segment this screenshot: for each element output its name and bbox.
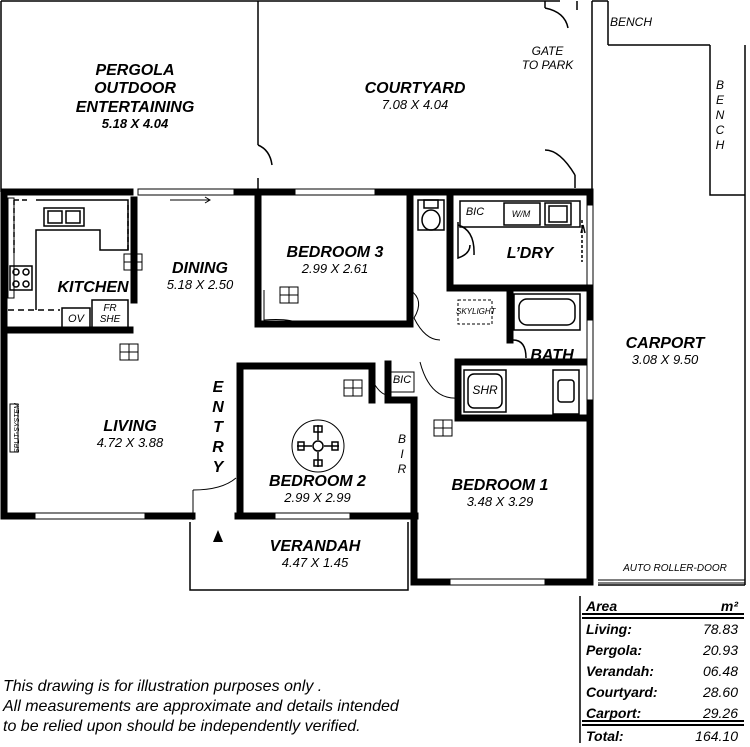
gate-label-line1: GATE [531, 44, 564, 58]
kitchen-label: KITCHEN [57, 279, 129, 296]
verandah-label: VERANDAH [269, 538, 361, 555]
hall-bic-label: BIC [392, 374, 412, 386]
area-row-pergola: Pergola: 20.93 [582, 640, 744, 661]
area-row-value: 06.48 [702, 663, 738, 679]
pergola-label-line2: OUTDOOR [94, 80, 176, 98]
bench-top-label: BENCH [610, 15, 653, 29]
area-header-label: Area [586, 598, 618, 614]
pergola-label-line1: PERGOLA [95, 62, 175, 79]
oven-label: OV [68, 313, 84, 325]
area-row-label: Courtyard: [586, 684, 658, 700]
carport-dimensions: 3.08 X 9.50 [631, 352, 699, 368]
area-row-living: Living: 78.83 [582, 619, 744, 640]
area-row-carport: Carport: 29.26 [582, 703, 744, 724]
courtyard-dimensions: 7.08 X 4.04 [381, 97, 449, 113]
disclaimer-line1: This drawing is for illustration purpose… [3, 678, 323, 695]
laundry-bic-label: BIC [465, 206, 485, 218]
fridge-label: FR [103, 303, 117, 314]
bedroom1-dimensions: 3.48 X 3.29 [466, 494, 534, 510]
area-row-value: 78.83 [702, 621, 738, 637]
area-row-value: 20.93 [702, 642, 738, 658]
disclaimer: This drawing is for illustration purpose… [3, 677, 399, 737]
area-row-label: Carport: [586, 705, 642, 721]
disclaimer-line3: to be relied upon should be independentl… [3, 718, 361, 735]
living-dimensions: 4.72 X 3.88 [96, 435, 164, 451]
bedroom1-label: BEDROOM 1 [451, 477, 549, 494]
bedroom3-label: BEDROOM 3 [286, 244, 384, 261]
area-total-label: Total: [586, 728, 624, 744]
verandah-dimensions: 4.47 X 1.45 [281, 555, 349, 571]
area-row-total: Total: 164.10 [582, 724, 744, 747]
skylight-label: SKYLIGHT [456, 307, 496, 316]
washing-machine-label: W/M [511, 209, 531, 219]
area-row-label: Verandah: [586, 663, 654, 679]
roller-door-label: AUTO ROLLER-DOOR [623, 563, 727, 574]
shelves-label: SHE [99, 314, 121, 325]
laundry-label: L’DRY [506, 245, 554, 262]
area-table-header: Area m² [582, 596, 744, 619]
area-row-courtyard: Courtyard: 28.60 [582, 682, 744, 703]
area-row-value: 29.26 [702, 705, 738, 721]
area-row-label: Living: [586, 621, 632, 637]
area-total-value: 164.10 [695, 728, 738, 744]
gate-label-line2: TO PARK [521, 57, 574, 72]
area-row-value: 28.60 [702, 684, 738, 700]
shower-label: SHR [472, 383, 498, 397]
disclaimer-line2: All measurements are approximate and det… [3, 698, 399, 715]
bedroom2-label: BEDROOM 2 [269, 473, 366, 490]
split-system-label: SPLIT-SYSTEM [13, 403, 21, 453]
area-table: Area m² Living: 78.83 Pergola: 20.93 Ver… [582, 596, 744, 747]
pergola-label-line3: ENTERTAINING [75, 98, 195, 116]
area-header-unit: m² [720, 598, 738, 614]
bedroom3-dimensions: 2.99 X 2.61 [301, 261, 369, 277]
courtyard-label: COURTYARD [364, 80, 466, 97]
carport-label: CARPORT [625, 335, 705, 352]
bath-label: BATH [530, 347, 574, 364]
bedroom2-dimensions: 2.99 X 2.99 [284, 490, 351, 506]
living-label: LIVING [103, 418, 157, 435]
area-row-label: Pergola: [586, 642, 643, 658]
dining-label: DINING [172, 260, 228, 277]
dining-dimensions: 5.18 X 2.50 [166, 277, 234, 293]
pergola-dimensions: 5.18 X 4.04 [101, 116, 169, 132]
area-row-verandah: Verandah: 06.48 [582, 661, 744, 682]
